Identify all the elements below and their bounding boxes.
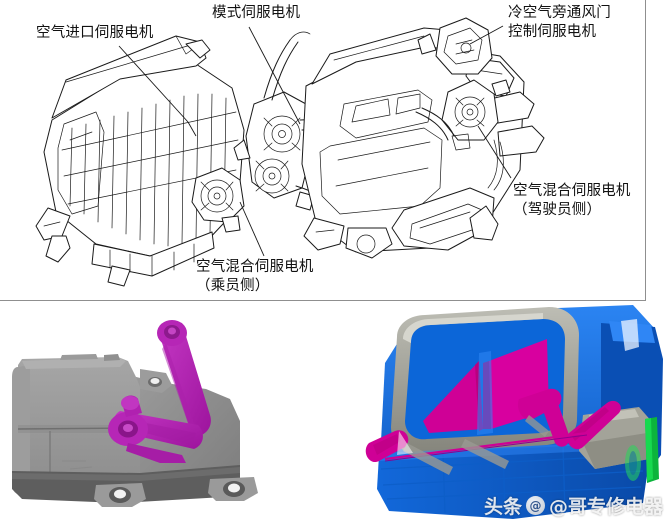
linkage-levers: [365, 388, 621, 475]
leader-line-air-mix-pass: [239, 201, 265, 257]
callout-cold-air-bypass-servo: 冷空气旁通风门 控制伺服电机: [508, 5, 611, 41]
callout-air-mix-servo-passenger: 空气混合伺服电机 （乘员侧）: [196, 259, 314, 295]
air-mix-servo-passenger-part: [191, 167, 245, 233]
damper-flap-left: [423, 361, 483, 433]
servo-actuator-photo-panel: [0, 303, 330, 525]
hvac-diagram-panel: .ln { fill:none; stroke:#1a1a1a; stroke-…: [0, 0, 646, 301]
leader-line-cold-bypass: [469, 25, 504, 45]
leader-lines-group: [118, 25, 512, 257]
hvac-3d-render-image: [365, 305, 663, 519]
servo-actuator-image: [12, 320, 258, 507]
hvac-line-drawing: .ln { fill:none; stroke:#1a1a1a; stroke-…: [35, 17, 545, 287]
leader-line-air-inlet-tip: [187, 121, 197, 137]
cold-air-bypass-servo-part: [417, 17, 493, 75]
callout-air-mix-servo-driver: 空气混合伺服电机 （驾驶员侧）: [513, 183, 631, 219]
air-mix-servo-driver-part: [441, 79, 511, 151]
hvac-3d-render-panel: 头条 @ @哥专修电器: [333, 303, 671, 525]
callout-air-inlet-servo: 空气进口伺服电机: [36, 25, 154, 41]
callout-mode-servo: 模式伺服电机: [212, 5, 301, 21]
blower-housing-group: [35, 35, 245, 287]
leader-line-air-mix-driver: [477, 125, 512, 179]
heater-unit-group: [301, 27, 545, 259]
actuator-lever-linkage: [108, 320, 211, 463]
leader-line-air-inlet: [118, 45, 189, 123]
leader-line-mode: [248, 26, 301, 125]
